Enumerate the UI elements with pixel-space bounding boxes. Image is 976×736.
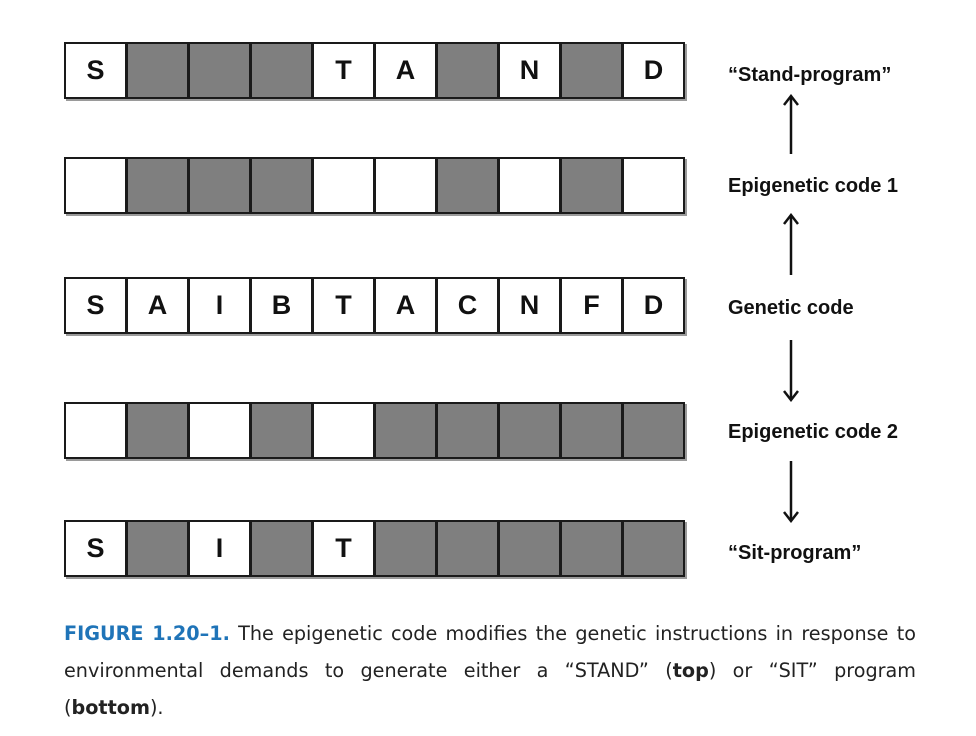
arrow-up-icon [783, 213, 799, 275]
code-cell: C [436, 277, 499, 334]
code-cell: N [498, 277, 561, 334]
row-label-epigenetic-code-1: Epigenetic code 1 [728, 175, 899, 197]
code-cell [126, 157, 189, 214]
row-label-genetic-code: Genetic code [728, 297, 854, 319]
code-cell [188, 402, 251, 459]
row-label-sit-program: “Sit-program” [728, 542, 862, 564]
code-cell [250, 520, 313, 577]
code-cell: T [312, 277, 375, 334]
code-row-epigenetic-code-2 [64, 402, 685, 459]
code-cell: N [498, 42, 561, 99]
code-cell [312, 157, 375, 214]
code-cell [312, 402, 375, 459]
figure-label: FIGURE 1.20–1. [64, 622, 230, 646]
code-row-epigenetic-code-1 [64, 157, 685, 214]
code-cell: A [374, 42, 437, 99]
code-cell: D [622, 277, 685, 334]
code-cell [250, 42, 313, 99]
code-cell [374, 402, 437, 459]
code-cell [560, 42, 623, 99]
code-cell [498, 402, 561, 459]
code-cell: S [64, 520, 127, 577]
caption-bold-top: top [672, 659, 709, 683]
code-cell: I [188, 520, 251, 577]
code-cell [126, 402, 189, 459]
code-cell [622, 157, 685, 214]
code-cell [374, 520, 437, 577]
code-cell: A [374, 277, 437, 334]
code-cell: D [622, 42, 685, 99]
code-cell [436, 520, 499, 577]
caption-text: ). [149, 696, 164, 720]
code-cell [560, 520, 623, 577]
code-cell [436, 42, 499, 99]
code-cell [498, 157, 561, 214]
code-cell [64, 402, 127, 459]
code-cell [436, 157, 499, 214]
code-cell [250, 402, 313, 459]
code-cell [64, 157, 127, 214]
code-cell [560, 402, 623, 459]
arrow-down-icon [783, 340, 799, 402]
code-cell [622, 520, 685, 577]
code-cell [436, 402, 499, 459]
code-cell: T [312, 42, 375, 99]
caption-text: ) or “SIT” program ( [64, 659, 916, 720]
row-label-epigenetic-code-2: Epigenetic code 2 [728, 421, 899, 443]
code-cell [126, 520, 189, 577]
arrow-up-icon [783, 94, 799, 154]
row-label-stand-program: “Stand-program” [728, 64, 892, 86]
code-cell: A [126, 277, 189, 334]
code-cell [188, 42, 251, 99]
code-cell: T [312, 520, 375, 577]
code-cell: I [188, 277, 251, 334]
code-cell: S [64, 277, 127, 334]
code-cell [126, 42, 189, 99]
code-cell [622, 402, 685, 459]
code-cell: B [250, 277, 313, 334]
code-cell [560, 157, 623, 214]
code-cell [250, 157, 313, 214]
caption-text: The epigenetic code modifies the genetic… [64, 622, 916, 683]
code-cell: F [560, 277, 623, 334]
arrow-down-icon [783, 461, 799, 523]
code-cell: S [64, 42, 127, 99]
code-cell [188, 157, 251, 214]
code-cell [498, 520, 561, 577]
caption-bold-bottom: bottom [71, 696, 150, 720]
figure-caption: FIGURE 1.20–1. The epigenetic code modif… [64, 615, 916, 726]
code-cell [374, 157, 437, 214]
